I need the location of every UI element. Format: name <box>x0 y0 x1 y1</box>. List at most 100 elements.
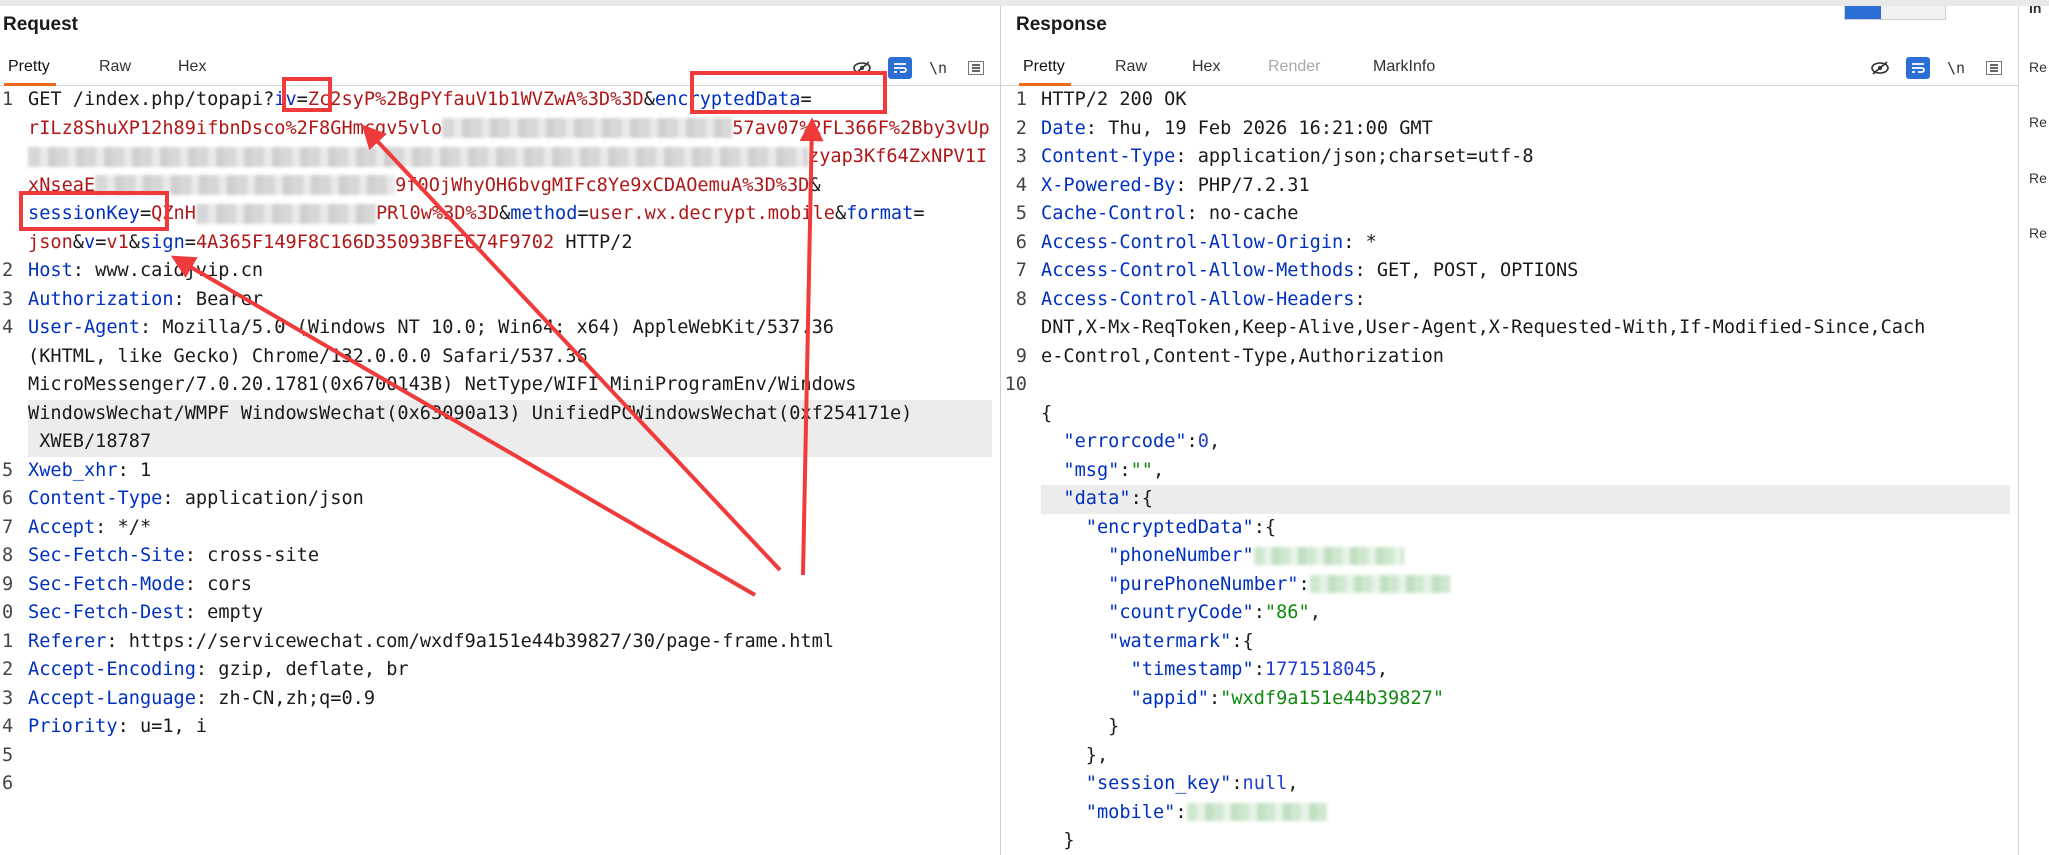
line-number <box>0 172 18 201</box>
response-header: Content-Type: application/json;charset=u… <box>1041 143 2010 172</box>
param-method-key: method <box>510 203 578 224</box>
json-key: "mobile" <box>1085 801 1176 823</box>
inspector-toggle[interactable] <box>1844 6 1946 20</box>
header-key: Sec-Fetch-Dest <box>28 602 185 623</box>
redacted-blur <box>95 175 396 195</box>
inspector-title: In <box>2029 6 2042 16</box>
request-lines: GET /index.php/topapi?iv=Zc2syP%2BgPYfau… <box>28 86 992 742</box>
redacted-blur <box>1253 546 1404 565</box>
menu-icon[interactable] <box>964 57 988 79</box>
request-tabs: Pretty Raw Hex \n <box>0 49 1000 86</box>
blank-line <box>1041 371 2010 400</box>
line-number: 3 <box>1015 146 1027 167</box>
header-value: : www.caidjvip.cn <box>72 260 264 281</box>
header-accept: Accept: */* <box>28 514 992 543</box>
tab-response-raw[interactable]: Raw <box>1115 58 1148 75</box>
inspector-section[interactable]: Re <box>2029 114 2047 130</box>
line-number: 6 <box>2 488 14 509</box>
tab-response-markinfo[interactable]: MarkInfo <box>1373 58 1436 75</box>
json-brace: } <box>1063 830 1075 851</box>
line-number: 5 <box>1015 203 1027 224</box>
header-content-type: Content-Type: application/json <box>28 485 992 514</box>
header-value: : cross-site <box>184 545 320 566</box>
header-accept-language: Accept-Language: zh-CN,zh;q=0.9 <box>28 685 992 714</box>
param-separator: & <box>834 203 847 224</box>
response-header: Date: Thu, 19 Feb 2026 16:21:00 GMT <box>1041 115 2010 144</box>
menu-icon[interactable] <box>1982 57 2006 79</box>
json-key: "countryCode" <box>1108 602 1254 623</box>
line-number <box>0 343 18 372</box>
header-value: : Thu, 19 Feb 2026 16:21:00 GMT <box>1085 117 1433 139</box>
json-purephonenumber: "purePhoneNumber": <box>1041 571 2010 600</box>
response-header: Cache-Control: no-cache <box>1041 200 2010 229</box>
tab-request-pretty[interactable]: Pretty <box>4 58 56 86</box>
header-key: Cache-Control <box>1041 203 1187 224</box>
header-accept-encoding: Accept-Encoding: gzip, deflate, br <box>28 656 992 685</box>
param-sessionkey-value: PRl0w%3D%3D <box>375 203 500 224</box>
json-countrycode: "countryCode":"86", <box>1108 602 1321 623</box>
header-key: Referer <box>28 630 107 652</box>
header-value: : application/json <box>162 488 364 509</box>
header-value: : <box>1354 288 1366 310</box>
response-header: Access-Control-Allow-Headers: <box>1041 286 2010 315</box>
header-value: : https://servicewechat.com/wxdf9a151e44… <box>106 630 835 652</box>
line-number: 6 <box>2 773 14 794</box>
line-number: 1 <box>1015 89 1027 110</box>
word-wrap-icon[interactable] <box>888 57 912 79</box>
word-wrap-icon[interactable] <box>1906 57 1930 79</box>
json-brace: }, <box>1085 744 1109 766</box>
line-number <box>1001 485 1027 514</box>
line-number: 4 <box>2 317 14 338</box>
inspector-section[interactable]: Re <box>2029 225 2047 241</box>
header-key: Date <box>1041 117 1086 139</box>
json-key: "phoneNumber" <box>1108 545 1254 566</box>
hide-non-printable-icon[interactable] <box>850 57 874 79</box>
param-separator: & <box>72 231 84 253</box>
header-continuation: e-Control,Content-Type,Authorization <box>1041 345 1444 367</box>
param-sessionkey-key: sessionKey <box>28 203 140 224</box>
json-session-key: "session_key":null, <box>1085 773 1299 794</box>
json-brace: } <box>1108 716 1120 737</box>
json-key: "msg" <box>1063 459 1120 481</box>
line-number: 4 <box>1015 174 1027 196</box>
json-mobile: "mobile": <box>1041 799 2010 828</box>
header-continuation-current-line: XWEB/18787 <box>28 428 992 457</box>
header-key: Priority <box>28 716 118 737</box>
header-value: : u=1, i <box>117 716 208 737</box>
json-string: "" <box>1130 459 1153 481</box>
response-header: Access-Control-Allow-Origin: * <box>1041 229 2010 258</box>
inspector-section[interactable]: Re <box>2029 170 2047 186</box>
param-encrypteddata-value: zyap3Kf64ZxNPV1I <box>808 146 988 167</box>
newline-icon[interactable]: \n <box>1946 59 1966 77</box>
json-close: } <box>1041 713 2010 742</box>
tab-response-hex[interactable]: Hex <box>1192 58 1221 75</box>
header-key: Sec-Fetch-Site <box>28 545 185 566</box>
json-close: } <box>1041 827 2010 855</box>
newline-icon[interactable]: \n <box>928 59 948 77</box>
inspector-section[interactable]: Re <box>2029 59 2047 75</box>
header-value: : GET, POST, OPTIONS <box>1354 260 1579 281</box>
header-continuation: MicroMessenger/7.0.20.1781(0x6700143B) N… <box>28 374 857 395</box>
line-number: 8 <box>2 545 14 566</box>
header-value: : empty <box>184 602 264 623</box>
line-number <box>0 115 18 144</box>
tab-response-render[interactable]: Render <box>1268 58 1321 75</box>
tab-request-hex[interactable]: Hex <box>178 58 207 75</box>
header-key: Authorization <box>28 288 174 310</box>
line-number <box>1001 628 1027 657</box>
line-number: 1 <box>2 630 14 652</box>
hide-non-printable-icon[interactable] <box>1868 57 1892 79</box>
line-number: 9 <box>2 573 14 595</box>
line-number: 2 <box>2 659 14 680</box>
header-continuation-current-line: WindowsWechat/WMPF WindowsWechat(0x63090… <box>28 399 992 428</box>
json-timestamp: "timestamp":1771518045, <box>1130 659 1389 680</box>
line-number <box>0 400 18 429</box>
header-continuation: (KHTML, like Gecko) Chrome/132.0.0.0 Saf… <box>28 345 588 367</box>
header-key: Accept-Language <box>28 687 196 709</box>
tab-request-raw[interactable]: Raw <box>99 58 132 75</box>
tab-response-pretty[interactable]: Pretty <box>1019 58 1071 86</box>
